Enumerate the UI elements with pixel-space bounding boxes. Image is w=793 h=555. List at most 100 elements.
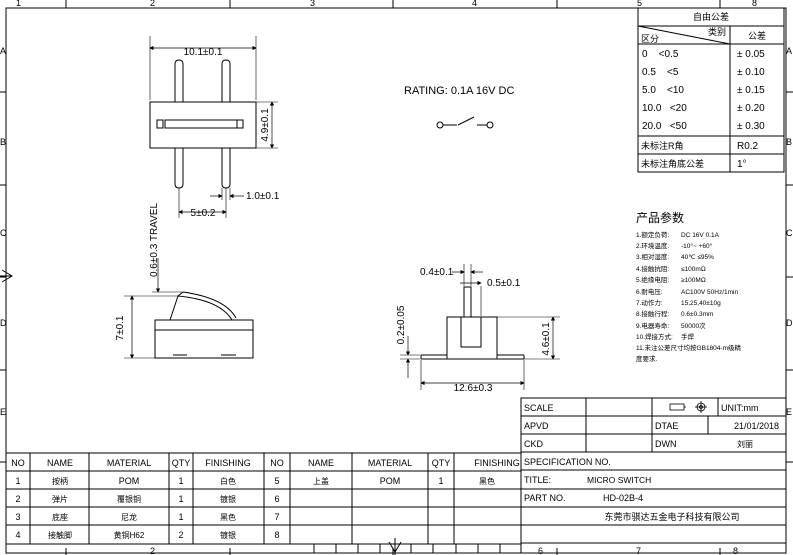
dimension-pin-width: 1.0±0.1 xyxy=(246,191,280,202)
param-value: 50000次 xyxy=(681,321,706,330)
row-letter-a-right: A xyxy=(786,46,792,56)
row-letter-c-right: C xyxy=(786,228,793,238)
col-number-bottom-8: 8 xyxy=(733,546,738,555)
bom-cell-no: 2 xyxy=(15,494,20,504)
param-value: ≤100mΩ xyxy=(681,266,706,273)
row-letter-e: E xyxy=(0,407,6,417)
bom-cell-material: POM xyxy=(380,476,401,486)
top-view xyxy=(149,36,278,218)
param-label: 3.相对湿度: xyxy=(636,252,669,261)
col-number-bottom-6: 6 xyxy=(538,546,543,555)
tolerance-range: 5.0 <10 xyxy=(642,85,684,96)
bom-cell-material: POM xyxy=(119,476,140,486)
row-letter-a: A xyxy=(0,46,6,56)
bom-header: FINISHING xyxy=(474,458,520,468)
param-value: AC100V 50Hz/1min xyxy=(681,289,738,296)
param-value: 手焊 xyxy=(681,332,695,341)
bom-header: FINISHING xyxy=(205,458,251,468)
bom-header: NO xyxy=(11,458,25,468)
col-number-8: 8 xyxy=(752,0,757,8)
rating-label: RATING: 0.1A 16V DC xyxy=(404,85,515,97)
param-value: ≥100MΩ xyxy=(681,277,706,284)
bom-header: MATERIAL xyxy=(368,458,412,468)
company-name: 东莞市骐达五金电子科技有限公司 xyxy=(604,511,739,522)
dimension-front-height: 4.6±0.1 xyxy=(541,322,552,356)
date-value: 21/01/2018 xyxy=(734,421,779,431)
dwn-name: 刘丽 xyxy=(737,439,753,449)
part-value: HD-02B-4 xyxy=(603,493,643,503)
bom-cell-qty: 2 xyxy=(178,530,183,540)
title-block xyxy=(520,397,787,554)
bom-cell-material: 黄铜H62 xyxy=(114,530,145,540)
tolerance-range: 20.0 <50 xyxy=(642,121,687,132)
front-view xyxy=(400,264,560,390)
col-number-4: 4 xyxy=(472,0,477,8)
tolerance-range: 0 <0.5 xyxy=(642,49,679,60)
param-value: -10°~ +60° xyxy=(681,242,713,250)
bom-cell-finishing: 黑色 xyxy=(220,512,236,522)
bom-cell-qty: 1 xyxy=(178,494,183,504)
bom-cell-no: 4 xyxy=(15,530,20,540)
param-label: 8.接触行程: xyxy=(636,309,669,318)
ckd-label: CKD xyxy=(524,439,544,449)
dimension-pin-pitch: 5±0.2 xyxy=(191,208,216,219)
dimension-top-width: 10.1±0.1 xyxy=(184,47,223,58)
bottom-ruler xyxy=(290,543,521,553)
dwn-label: DWN xyxy=(655,439,677,449)
bom-cell-material: 覆银铜 xyxy=(117,494,141,504)
bom-cell-finishing: 白色 xyxy=(220,476,236,486)
col-number-2: 2 xyxy=(150,0,155,8)
bom-cell-name: 底座 xyxy=(52,512,68,522)
param-value: 40℃ ≤95% xyxy=(681,254,714,261)
bom-cell-name: 接触脚 xyxy=(48,530,72,540)
title-value: MICRO SWITCH xyxy=(587,475,651,485)
bom-table xyxy=(5,452,522,545)
col-number-3: 3 xyxy=(310,0,315,8)
tolerance-extra-value: R0.2 xyxy=(737,141,759,152)
bom-header: NAME xyxy=(47,458,73,468)
bom-cell-finishing: 黑色 xyxy=(479,476,495,486)
dimension-front-offset: 0.2±0.05 xyxy=(396,305,407,344)
param-label: 9.电器寿命: xyxy=(636,321,669,330)
bom-cell-finishing: 镀银 xyxy=(220,494,236,504)
tolerance-range: 10.0 <20 xyxy=(642,103,687,114)
tolerance-extra-label: 未标注R角 xyxy=(641,140,684,151)
bom-cell-name: 弹片 xyxy=(52,494,68,504)
bom-header: NO xyxy=(270,458,284,468)
scale-label: SCALE xyxy=(524,403,554,413)
bom-cell-qty: 1 xyxy=(438,476,443,486)
tolerance-extra-value: 1° xyxy=(737,159,747,170)
row-letter-b-right: B xyxy=(786,137,792,147)
dimension-side-height: 7±0.1 xyxy=(115,315,126,340)
param-label: 11.未注公差尺寸均按GB1804-m级精 xyxy=(636,343,741,352)
row-letter-b: B xyxy=(0,137,6,147)
bom-header: QTY xyxy=(432,458,451,468)
tolerance-value: ± 0.05 xyxy=(737,49,765,60)
tolerance-value: ± 0.20 xyxy=(737,103,765,114)
dimension-front-actuator: 0.5±0.1 xyxy=(487,278,521,289)
param-label: 6.耐电压: xyxy=(636,287,663,296)
param-label: 5.绝缘电阻: xyxy=(636,275,669,284)
bom-cell-no: 3 xyxy=(15,512,20,522)
tolerance-header-type: 类别 xyxy=(708,26,726,37)
param-label: 1.额定负荷: xyxy=(636,230,669,239)
dimension-travel: 0.6±0.3 TRAVEL xyxy=(149,203,160,277)
product-params-title: 产品参数 xyxy=(636,210,684,225)
tolerance-value: ± 0.15 xyxy=(737,85,765,96)
param-label: 7.动作力: xyxy=(636,298,663,307)
projection-symbol-icon xyxy=(669,401,707,413)
tolerance-range: 0.5 <5 xyxy=(642,67,679,78)
unit-label: UNIT:mm xyxy=(721,403,759,413)
tolerance-value: ± 0.30 xyxy=(737,121,765,132)
tolerance-table xyxy=(637,7,785,173)
bom-cell-no: 5 xyxy=(274,476,279,486)
tolerance-title: 自由公差 xyxy=(693,11,729,22)
bom-cell-no: 6 xyxy=(274,494,279,504)
bom-cell-material: 尼龙 xyxy=(121,512,137,522)
dtae-label: DTAE xyxy=(655,421,678,431)
param-label: 2.环境温度: xyxy=(636,241,669,250)
row-letter-d: D xyxy=(0,318,7,328)
bom-header: NAME xyxy=(308,458,334,468)
